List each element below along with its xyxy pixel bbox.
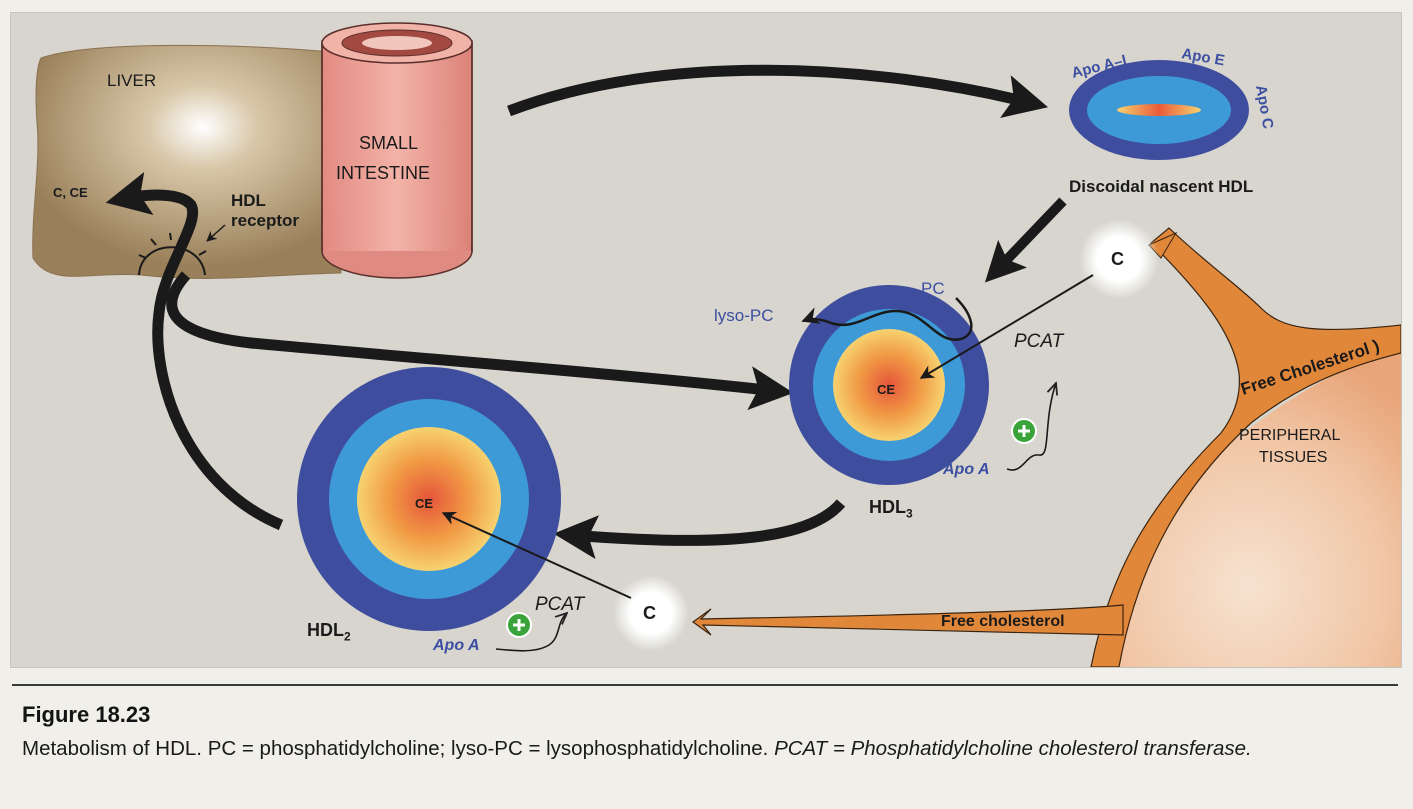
arrow-c-to-hdl3-core [919, 274, 1094, 379]
plus-icon [1011, 418, 1037, 444]
hdl2-core-label: CE [415, 496, 434, 511]
free-cholesterol-c-lower: C [643, 603, 656, 623]
discoidal-nascent-hdl [1069, 60, 1249, 160]
free-cholesterol-lower-label: Free cholesterol [941, 613, 1065, 630]
hdl2-pcat-label: PCAT [535, 594, 585, 615]
hdl-receptor-label-line1: HDL [231, 191, 266, 210]
caption-plain-1: Metabolism of HDL. PC = phosphatidylchol… [22, 737, 775, 760]
liver-contents-label: C, CE [53, 185, 88, 200]
peripheral-tissues-label-line2: TISSUES [1259, 449, 1328, 466]
figure-caption: Metabolism of HDL. PC = phosphatidylchol… [22, 735, 1397, 762]
liver-shape [32, 44, 342, 279]
hdl2-label-subscript: 2 [344, 629, 351, 644]
hdl-receptor-label-line2: receptor [231, 211, 300, 230]
pc-label: PC [921, 279, 945, 298]
arrow-nascent-to-hdl3 [984, 197, 1067, 283]
hdl3-apo-a-label: Apo A [943, 461, 990, 478]
hdl2-label-prefix: HDL [307, 620, 344, 640]
plus-icon [506, 612, 532, 638]
liver-label: LIVER [107, 71, 157, 90]
small-intestine [321, 22, 473, 279]
free-cholesterol-c-upper: C [1111, 249, 1124, 269]
caption-italic: PCAT = Phosphatidylcholine cholesterol t… [774, 737, 1252, 760]
small-intestine-label-line1: SMALL [359, 133, 419, 153]
hdl2-particle [297, 367, 561, 631]
arrow-c-to-hdl2-core [441, 511, 632, 599]
hdl3-pcat-label: PCAT [1014, 331, 1064, 352]
lyso-pc-label: lyso-PC [714, 306, 774, 325]
hdl2-label: HDL2 [307, 620, 351, 644]
free-cholesterol-glow-lower [613, 575, 689, 651]
hdl-metabolism-diagram: Free Cholesterol ) Apo A–I Apo E Apo C [32, 22, 1401, 667]
figure-panel: Free Cholesterol ) Apo A–I Apo E Apo C L… [10, 12, 1402, 668]
free-cholesterol-glow-upper [1079, 219, 1159, 299]
hdl2-apo-a-label: Apo A [433, 637, 480, 654]
small-intestine-label-line2: INTESTINE [336, 163, 431, 183]
hdl3-label: HDL3 [869, 497, 913, 521]
discoidal-nascent-hdl-label: Discoidal nascent HDL [1069, 177, 1254, 196]
arrow-hdl3-to-hdl2 [553, 499, 846, 560]
pc-chain [801, 297, 973, 341]
apo-c-label: Apo C [1252, 84, 1276, 131]
apoa-pcat-squiggle-hdl3 [1006, 383, 1056, 471]
peripheral-tissues-shape [691, 227, 1401, 667]
caption-divider [12, 684, 1398, 686]
arrow-liver-loop-to-hdl3 [166, 271, 794, 411]
hdl3-label-subscript: 3 [906, 506, 913, 521]
apoa-pcat-squiggle-hdl2 [495, 613, 567, 652]
figure-title: Figure 18.23 [22, 702, 151, 727]
hdl3-label-prefix: HDL [869, 497, 906, 517]
peripheral-tissues-label-line1: PERIPHERAL [1239, 427, 1341, 444]
hdl3-core-label: CE [877, 382, 896, 397]
arrow-hdl2-to-liver [105, 171, 284, 531]
arrow-intestine-to-nascent [507, 64, 1049, 118]
